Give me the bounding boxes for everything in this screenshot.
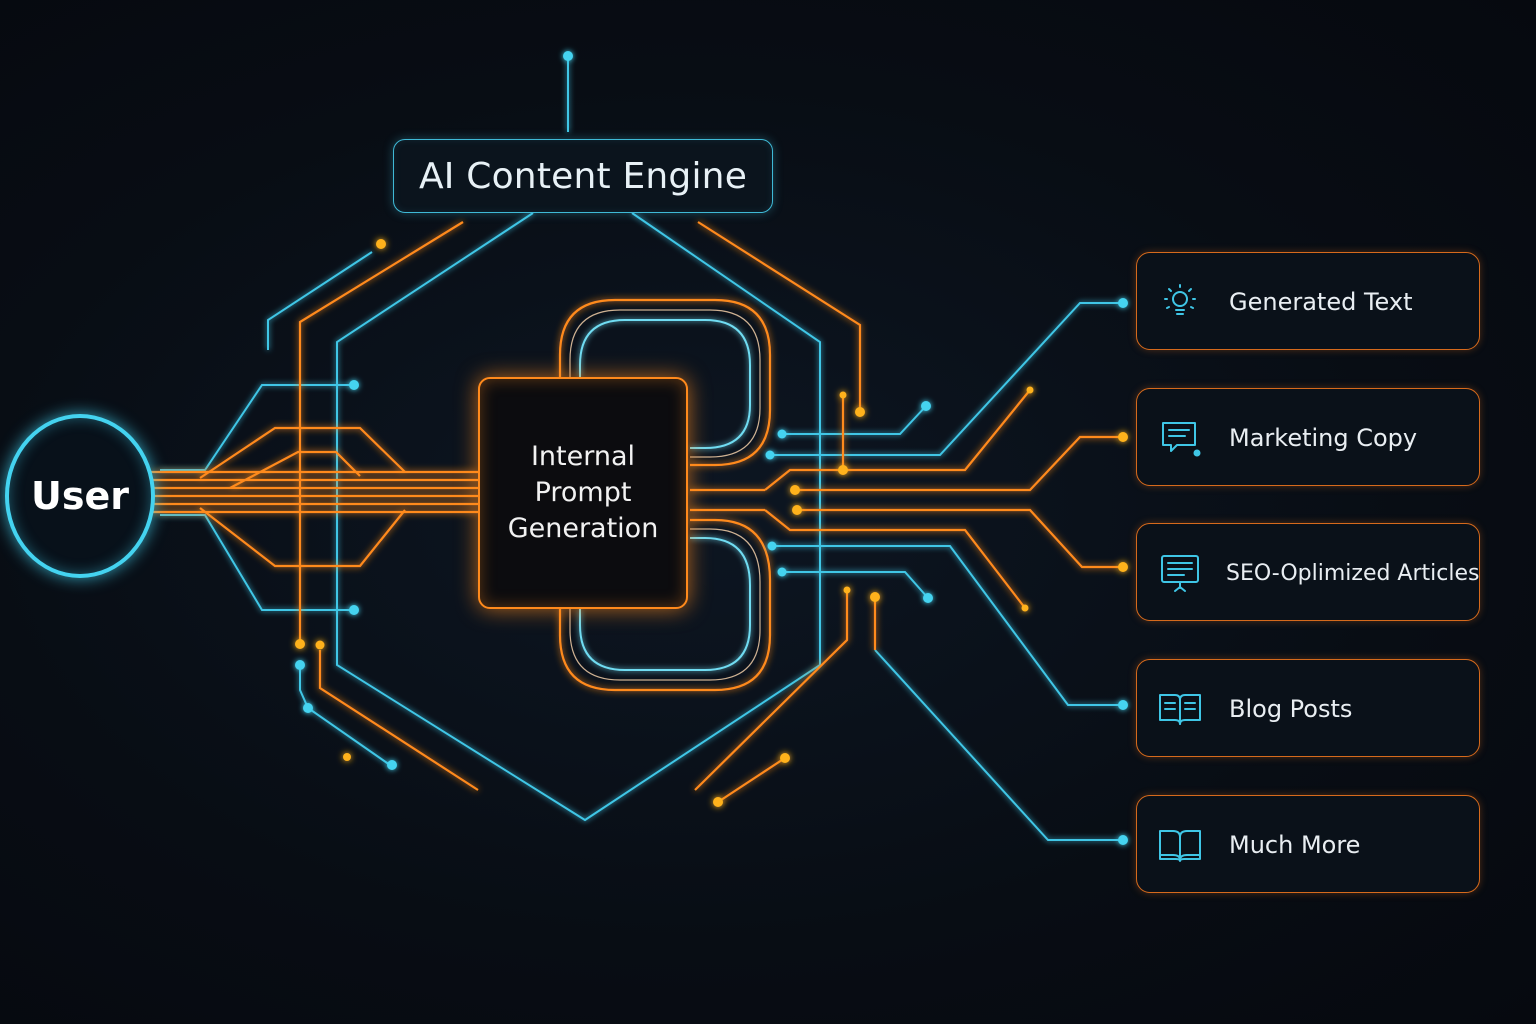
lower-right-trace	[717, 757, 786, 803]
user-node-label: User	[31, 474, 129, 518]
hexagon-frame	[336, 212, 821, 822]
bundle-branch	[199, 426, 406, 479]
presentation-board-icon	[1161, 555, 1199, 592]
right-orange-trace	[795, 435, 1120, 492]
cyan-node-dot	[295, 660, 305, 670]
cyan-node-dot	[777, 429, 787, 439]
core-label-line: Generation	[507, 513, 659, 544]
cyan-node-dot	[303, 703, 313, 713]
lower-right-trace	[694, 590, 849, 791]
cyan-node-dot	[349, 380, 359, 390]
upper-loop-inner	[579, 319, 751, 449]
amber-node-dot	[315, 640, 325, 650]
output-blog-posts: Blog Posts	[1136, 659, 1480, 757]
cyan-node-dot	[349, 605, 359, 615]
amber-node-dot	[839, 391, 847, 399]
core-label-line: Prompt	[534, 477, 632, 508]
cyan-node-dot	[387, 760, 397, 770]
lower-loop	[558, 518, 772, 692]
output-seo-articles: SEO-Oplimized Articles	[1136, 523, 1480, 621]
output-marketing-copy: Marketing Copy	[1136, 388, 1480, 486]
amber-node-dot	[855, 407, 865, 417]
right-cyan-trace	[772, 545, 1120, 706]
open-book-icon	[1159, 830, 1201, 862]
amber-node-dot	[838, 465, 848, 475]
left-orange-trace	[318, 650, 479, 791]
output-label: Marketing Copy	[1229, 424, 1418, 452]
left-cyan-trace	[299, 665, 391, 766]
cyan-node-dot	[1118, 835, 1128, 845]
upper-loop-white	[569, 309, 761, 458]
chat-bubble-icon	[1162, 422, 1201, 457]
amber-node-dot	[1118, 432, 1128, 442]
cyan-node-dot	[563, 51, 573, 61]
left-cyan-trace	[267, 251, 373, 350]
right-orange-trace	[764, 389, 1031, 491]
prompt-generation-core: Internal Prompt Generation	[478, 377, 688, 609]
right-cyan-trace	[770, 302, 1120, 456]
amber-node-dot	[343, 753, 351, 761]
left-cyan-trace	[160, 384, 354, 471]
amber-node-dot	[790, 485, 800, 495]
output-label: Generated Text	[1229, 288, 1413, 316]
amber-node-dot	[713, 797, 723, 807]
user-node: User	[5, 414, 155, 578]
right-cyan-trace	[782, 571, 929, 599]
lower-loop-inner	[579, 537, 751, 671]
right-cyan-trace	[874, 649, 1120, 841]
open-book-lines-icon	[1159, 694, 1201, 725]
cyan-node-dot	[765, 450, 775, 460]
cyan-node-dot	[767, 541, 777, 551]
right-orange-trace	[797, 508, 1120, 569]
right-orange-trace	[764, 509, 1026, 609]
cyan-node-dot	[923, 593, 933, 603]
right-orange-trace	[697, 221, 862, 412]
core-label: Internal Prompt Generation	[493, 439, 673, 547]
bundle-branch	[229, 450, 361, 489]
core-label-line: Internal	[530, 441, 636, 472]
amber-node-dot	[1118, 562, 1128, 572]
amber-node-dot	[376, 239, 386, 249]
lower-loop-white	[569, 528, 761, 681]
bundle-branch	[199, 507, 406, 568]
lightbulb-icon	[1164, 284, 1196, 315]
amber-node-dot	[1026, 386, 1034, 394]
cyan-node-dot	[1118, 700, 1128, 710]
amber-node-dot	[1021, 604, 1029, 612]
output-label: Much More	[1229, 831, 1361, 859]
right-cyan-trace	[782, 405, 927, 435]
cyan-node-dot	[777, 567, 787, 577]
engine-title: AI Content Engine	[418, 155, 748, 197]
amber-node-dot	[792, 505, 802, 515]
cyan-node-dot	[1118, 298, 1128, 308]
output-label: SEO-Oplimized Articles	[1226, 560, 1480, 586]
upper-loop	[558, 298, 772, 467]
amber-node-dot	[295, 639, 305, 649]
engine-title-box: AI Content Engine	[393, 139, 773, 213]
amber-node-dot	[843, 586, 851, 594]
left-orange-trace	[298, 221, 464, 640]
left-cyan-trace	[160, 514, 354, 611]
amber-node-dot	[780, 753, 790, 763]
output-label: Blog Posts	[1229, 695, 1353, 723]
output-generated-text: Generated Text	[1136, 252, 1480, 350]
output-much-more: Much More	[1136, 795, 1480, 893]
amber-node-dot	[870, 592, 880, 602]
cyan-node-dot	[921, 401, 931, 411]
